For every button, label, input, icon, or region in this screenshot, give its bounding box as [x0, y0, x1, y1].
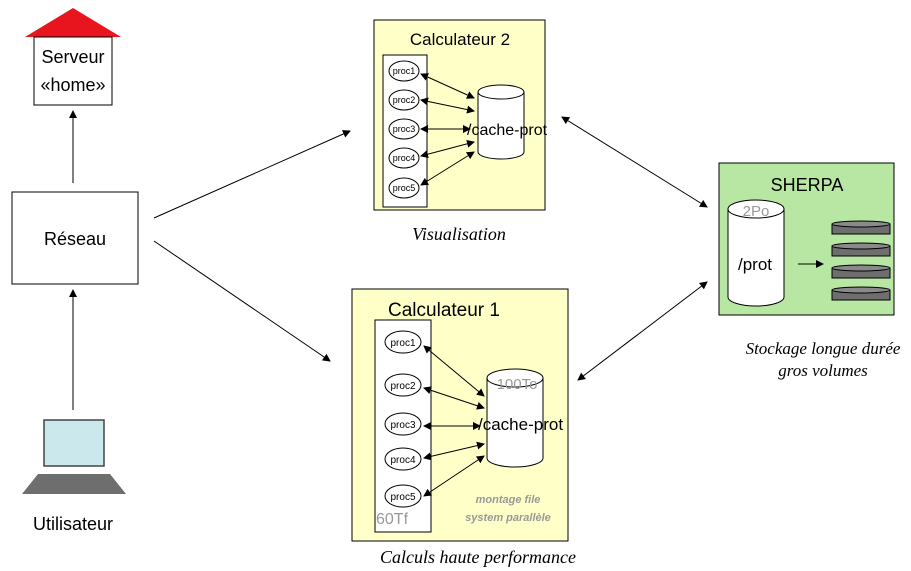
calc2-proc-5: proc5: [388, 177, 420, 199]
sherpa: SHERPA 2Po /prot: [718, 162, 895, 316]
user-label: Utilisateur: [33, 514, 113, 534]
server-label-line1: Serveur: [41, 47, 104, 67]
calc1-capacity-label: 100To: [497, 376, 538, 393]
calc1-proc-4: proc4: [384, 447, 422, 471]
calc2-proc-3: proc3: [388, 118, 420, 140]
calc2-caption: Visualisation: [412, 224, 506, 244]
calc2-cache-cylinder: [477, 84, 525, 160]
network-box: [11, 191, 139, 285]
calc1-proc-1: proc1: [384, 330, 422, 354]
calc2-proc-label: proc4: [393, 153, 416, 163]
calc2-proc-2: proc2: [388, 89, 420, 111]
calculator-1: Calculateur 1 proc1 proc2 proc3 proc4 pr…: [351, 288, 569, 542]
calc1-link: [423, 386, 485, 410]
sherpa-caption-line2: gros volumes: [778, 361, 868, 380]
calc1-proc-label: proc5: [390, 492, 415, 503]
calc2-proc-label: proc5: [393, 183, 416, 193]
tape-disk-4: [831, 286, 891, 301]
calc2-title: Calculateur 2: [410, 30, 510, 49]
tape-disk-2: [831, 242, 891, 257]
calc1-proc-label: proc3: [390, 420, 415, 431]
calc2-proc-1: proc1: [388, 60, 420, 82]
calc1-proc-3: proc3: [384, 412, 422, 436]
arrow-calc1-sherpa: [577, 281, 708, 381]
arrow-calc2-sherpa: [561, 116, 708, 208]
laptop-screen: [43, 419, 105, 467]
calc1-link: [423, 455, 485, 497]
calc2-link: [420, 73, 475, 99]
laptop-keyboard: [22, 474, 126, 494]
calc1-proc-5: proc5: [384, 484, 422, 508]
calc2-proc-4: proc4: [388, 147, 420, 169]
calc1-proc-label: proc4: [390, 455, 415, 466]
calc1-proc-label: proc2: [390, 381, 415, 392]
tape-disk-3: [831, 264, 891, 279]
sherpa-capacity-label: 2Po: [743, 203, 770, 220]
sherpa-title: SHERPA: [771, 175, 844, 195]
calc1-cache-cylinder: [486, 368, 544, 468]
calc2-link: [420, 97, 475, 114]
calc1-proc-2: proc2: [384, 373, 422, 397]
arrow-network-to-calc2: [153, 130, 351, 219]
calc2-proc-label: proc3: [393, 124, 416, 134]
server-roof: [25, 8, 121, 37]
server-home: Serveur «home»: [25, 8, 121, 106]
sherpa-mount-label: /prot: [738, 255, 772, 274]
network-label: Réseau: [44, 229, 106, 249]
calc1-title: Calculateur 1: [388, 300, 500, 321]
calc1-caption: Calculs haute performance: [380, 547, 576, 567]
sherpa-caption-line1: Stockage longue durée: [746, 339, 901, 358]
user-laptop: Utilisateur: [22, 419, 126, 534]
network: Réseau: [11, 191, 139, 285]
sherpa-cylinder: [727, 199, 785, 307]
calc2-cache-label: /cache-prot: [467, 122, 548, 139]
calc1-flops-label: 60Tf: [376, 511, 409, 528]
calc2-link: [420, 151, 475, 186]
calc1-note-line1: montage file: [476, 494, 541, 506]
calculator-2: Calculateur 2 proc1 proc2 proc3 proc4 pr…: [373, 19, 548, 211]
server-box: [33, 36, 113, 106]
calc1-proc-label: proc1: [390, 338, 415, 349]
calc2-proc-label: proc1: [393, 66, 416, 76]
arrow-network-to-calc1: [153, 240, 331, 362]
server-label-line2: «home»: [40, 75, 105, 95]
tape-disk-1: [831, 220, 891, 235]
calc1-cache-label: /cache-prot: [478, 415, 563, 434]
calc2-proc-label: proc2: [393, 95, 416, 105]
calc1-note-line2: system parallèle: [465, 512, 551, 524]
